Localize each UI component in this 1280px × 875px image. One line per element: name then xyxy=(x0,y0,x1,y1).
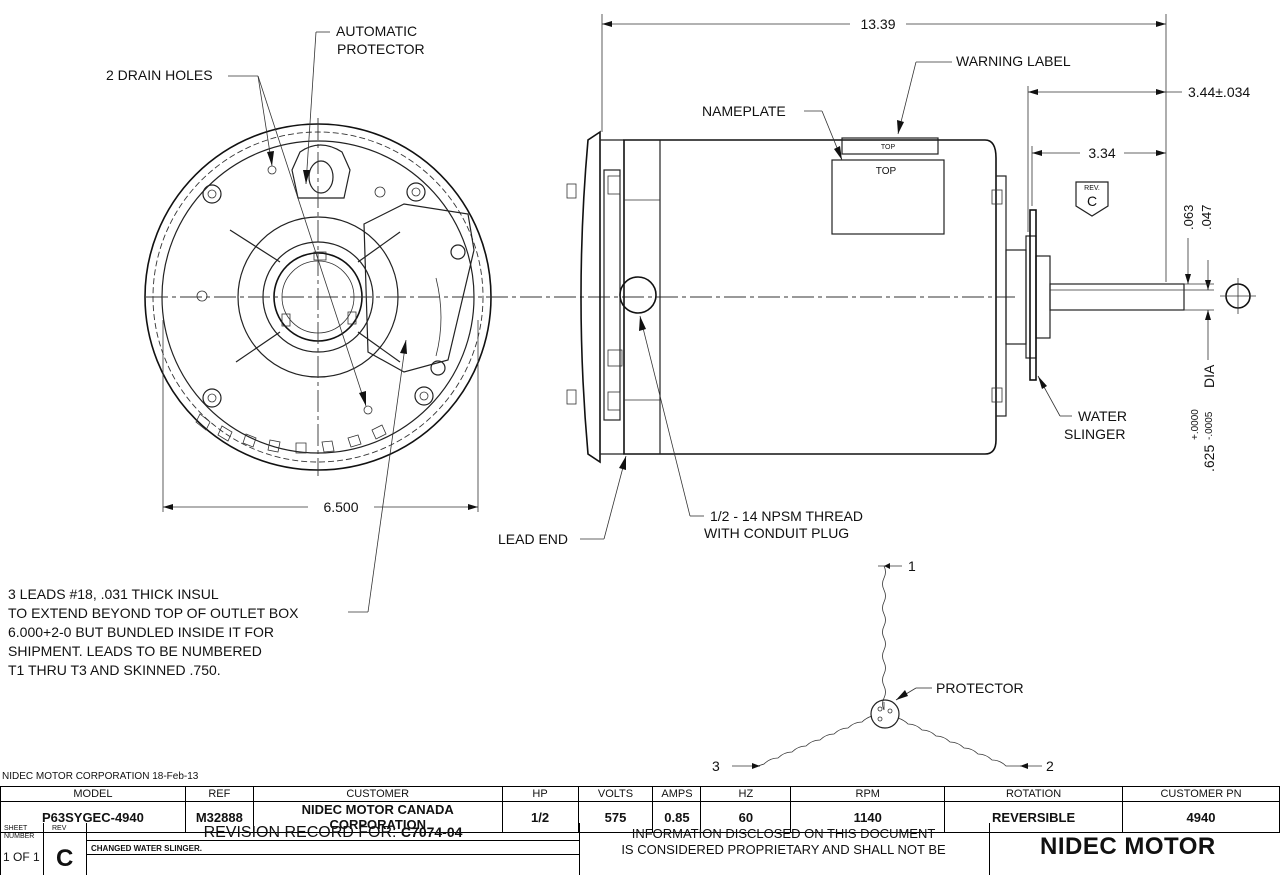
thread-label-2: WITH CONDUIT PLUG xyxy=(704,525,849,541)
auto-protector-label-2: PROTECTOR xyxy=(337,41,425,57)
leads-note-line-3: 6.000+2-0 BUT BUNDLED INSIDE IT FOR xyxy=(8,624,274,640)
hdr-hp: HP xyxy=(501,786,579,802)
top-plate-text: TOP xyxy=(876,166,897,177)
end-view xyxy=(144,118,1015,476)
water-slinger-label-2: SLINGER xyxy=(1064,426,1125,442)
wiring-diagram: 1 3 2 PROTECTOR xyxy=(712,558,1054,774)
warning-label-text: WARNING LABEL xyxy=(956,53,1071,69)
revision-note: CHANGED WATER SLINGER. xyxy=(91,844,202,853)
hdr-hz: HZ xyxy=(700,786,792,802)
leads-note-line-2: TO EXTEND BEYOND TOP OF OUTLET BOX xyxy=(8,605,299,621)
leads-note-line-5: T1 THRU T3 AND SKINNED .750. xyxy=(8,662,221,678)
leads-note-line-1: 3 LEADS #18, .031 THICK INSUL xyxy=(8,586,219,602)
val-rpm: 1140 xyxy=(790,801,946,833)
drawing-number: C7074-04 xyxy=(400,824,463,840)
rev-tag: REV. C xyxy=(1075,181,1109,217)
brand-cell: NIDEC MOTOR xyxy=(989,823,1280,875)
rev-letter: C xyxy=(56,845,74,872)
title-block: MODEL REF CUSTOMER HP VOLTS AMPS HZ RPM … xyxy=(0,786,1280,875)
disclaimer: INFORMATION DISCLOSED ON THIS DOCUMENT I… xyxy=(578,823,989,875)
end-view-callouts: 2 DRAIN HOLES AUTOMATIC PROTECTOR xyxy=(106,23,425,613)
leads-note-line-4: SHIPMENT. LEADS TO BE NUMBERED xyxy=(8,643,262,659)
top-small-text: TOP xyxy=(881,144,896,151)
val-volts: 575 xyxy=(577,801,654,833)
val-ref: M32888 xyxy=(184,801,254,833)
hdr-ref: REF xyxy=(184,786,254,802)
dim-shaft-extension: 3.44±.034 3.34 xyxy=(1027,84,1250,232)
shaft-ext-total-text: 3.44±.034 xyxy=(1188,84,1250,100)
disclaimer-line-1: INFORMATION DISCLOSED ON THIS DOCUMENT xyxy=(631,826,936,841)
val-hz: 60 xyxy=(700,801,792,833)
sheet-label-1: SHEET xyxy=(4,825,28,832)
rev-cell: REV C xyxy=(44,823,87,875)
rev-tag-letter: C xyxy=(1087,193,1097,209)
val-rotation: REVERSIBLE xyxy=(944,801,1124,833)
revision-title: REVISION RECORD FOR: C7074-04 xyxy=(87,823,579,841)
shaft-dia-label: DIA xyxy=(1201,364,1217,388)
val-customer: NIDEC MOTOR CANADA CORPORATION xyxy=(252,801,503,833)
rev-tag-label: REV. xyxy=(1084,185,1100,192)
flat-text-2: .047 xyxy=(1199,205,1214,230)
lead-1-label: 1 xyxy=(908,558,916,574)
shaft-dia-value: .625 xyxy=(1201,445,1217,472)
side-view: TOP TOP xyxy=(566,130,1256,464)
frame-dia-text: 6.500 xyxy=(323,499,358,515)
sheet-label-2: NUMBER xyxy=(4,833,35,840)
shaft-tol-plus: +.0000 xyxy=(1190,409,1201,440)
hdr-customer-pn: CUSTOMER PN xyxy=(1122,786,1280,802)
protector-label: PROTECTOR xyxy=(936,680,1024,696)
shaft-ext-text: 3.34 xyxy=(1088,145,1115,161)
side-view-callouts: WARNING LABEL NAMEPLATE WATER SLINGER 1/… xyxy=(498,53,1127,547)
nameplate-text: NAMEPLATE xyxy=(702,103,786,119)
dim-shaft-diameter: DIA .625 +.0000 -.0005 xyxy=(1184,309,1217,472)
flat-text-1: .063 xyxy=(1181,205,1196,230)
drawing-stamp: NIDEC MOTOR CORPORATION 18-Feb-13 xyxy=(2,771,199,782)
hdr-model: MODEL xyxy=(0,786,186,802)
hdr-customer: CUSTOMER xyxy=(252,786,503,802)
val-amps: 0.85 xyxy=(652,801,702,833)
hdr-rotation: ROTATION xyxy=(944,786,1124,802)
dim-overall-length: 13.39 xyxy=(601,14,1167,282)
hdr-volts: VOLTS xyxy=(577,786,654,802)
dim-frame-diameter: 6.500 xyxy=(162,320,479,515)
revision-title-text: REVISION RECORD FOR: xyxy=(203,824,397,841)
drain-holes-label: 2 DRAIN HOLES xyxy=(106,67,213,83)
dim-shaft-flat: .063 .047 xyxy=(1181,205,1214,291)
spec-table: MODEL REF CUSTOMER HP VOLTS AMPS HZ RPM … xyxy=(0,786,1280,833)
water-slinger-label-1: WATER xyxy=(1078,408,1127,424)
thread-label-1: 1/2 - 14 NPSM THREAD xyxy=(710,508,863,524)
sheet-number: 1 OF 1 xyxy=(3,850,40,864)
lead-3-label: 3 xyxy=(712,758,720,774)
disclaimer-line-2: IS CONSIDERED PROPRIETARY AND SHALL NOT … xyxy=(621,842,946,857)
brand-name: NIDEC MOTOR xyxy=(1040,833,1216,860)
val-customer-pn: 4940 xyxy=(1122,801,1280,833)
lead-2-label: 2 xyxy=(1046,758,1054,774)
shaft-tol-minus: -.0005 xyxy=(1204,411,1215,440)
lead-end-label: LEAD END xyxy=(498,531,568,547)
leads-note: 3 LEADS #18, .031 THICK INSUL TO EXTEND … xyxy=(8,586,299,678)
hdr-rpm: RPM xyxy=(790,786,946,802)
auto-protector-label-1: AUTOMATIC xyxy=(336,23,417,39)
overall-length-text: 13.39 xyxy=(860,16,895,32)
hdr-amps: AMPS xyxy=(652,786,702,802)
rev-label: REV xyxy=(52,825,67,832)
